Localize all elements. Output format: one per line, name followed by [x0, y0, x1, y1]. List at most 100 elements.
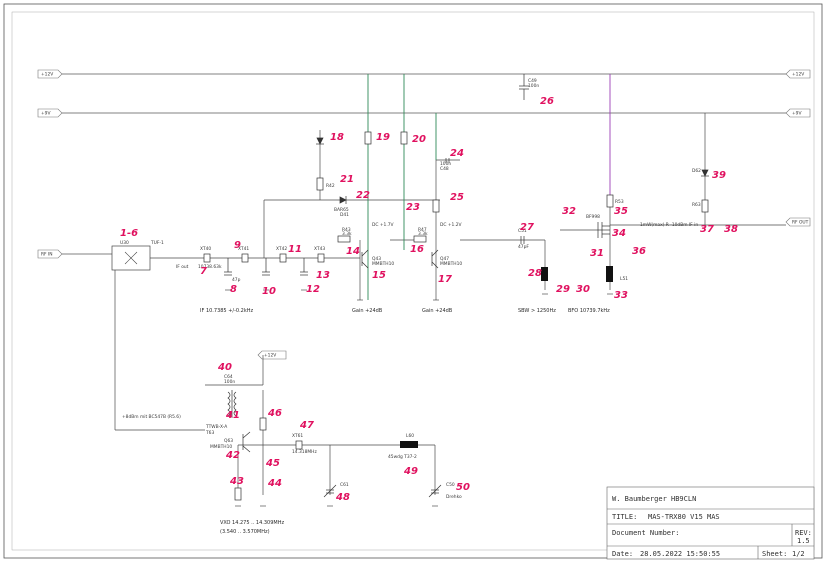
power-rails [62, 73, 786, 255]
svg-text:+9V: +9V [792, 111, 801, 117]
q47-part: MMBTH10 [440, 261, 462, 267]
resistor-r63 [701, 199, 709, 213]
annotation-27: 27 [520, 222, 534, 233]
transistor-q63 [242, 431, 251, 453]
rail-capacitors [445, 74, 529, 163]
l60-value: 45wdg T37-2 [388, 454, 417, 460]
inductor-l60 [400, 441, 418, 448]
annotation-50: 50 [456, 482, 470, 493]
t63-part: TTWB-X-A [205, 424, 227, 430]
annotation-10: 10 [262, 286, 276, 297]
title-block-title-label: TITLE: [612, 513, 637, 521]
annotation-21: 21 [340, 174, 354, 185]
annotation-49: 49 [403, 466, 418, 477]
annotation-25: 25 [450, 192, 464, 203]
annotation-39: 39 [712, 170, 726, 181]
c49-value: 100n [528, 83, 539, 89]
sbw-note: SBW > 1250Hz [518, 308, 556, 314]
annotation-43: 43 [229, 476, 244, 487]
annotation-44: 44 [267, 478, 282, 489]
svg-text:RF IN: RF IN [41, 252, 53, 258]
annotation-29: 29 [556, 284, 570, 295]
title-block-date-value: 28.05.2022 15:50:55 [640, 550, 720, 558]
title-block-rev-value: 1.5 [797, 537, 810, 545]
annotation-15: 15 [372, 270, 386, 281]
annotation-38: 38 [724, 224, 738, 235]
annotation-35: 35 [614, 206, 628, 217]
r53-label: R53 [615, 199, 624, 205]
resistors [234, 131, 709, 501]
transistor-q43 [361, 249, 369, 269]
annotation-12: 12 [306, 284, 320, 295]
svg-text:RF OUT: RF OUT [792, 220, 809, 226]
annotation-37: 37 [700, 224, 714, 235]
r47-label: R47 [418, 227, 427, 233]
annotation-17: 17 [438, 274, 452, 285]
c51-value: 47pF [518, 244, 529, 250]
q47-label: Q47 [440, 256, 449, 262]
d62-label: D62 [692, 168, 701, 174]
l60-label: L60 [406, 433, 414, 439]
c50-label: C50 [446, 482, 455, 488]
resistor-r47 [413, 235, 427, 243]
xt42-label: XT42 [276, 246, 287, 252]
annotation-34: 34 [612, 228, 626, 239]
diode-top [316, 137, 324, 145]
mixer-u30: U30 TUF-1 [111, 240, 164, 271]
title-block-title-value: MAS-TRX80 V15 MAS [648, 513, 720, 521]
crystal-xt42 [279, 253, 287, 263]
crystal-xt61 [295, 440, 303, 450]
if-out-label: IF out [176, 264, 189, 270]
title-block-sheet-value: 1/2 [792, 550, 805, 558]
if-filter-note: IF 10.7385 +/-0.2kHz [200, 308, 253, 314]
net-flag-mid-left: +9V [37, 108, 63, 118]
variable-capacitors [323, 484, 442, 498]
xt41-label: XT41 [238, 246, 249, 252]
svg-text:U30: U30 [120, 240, 129, 246]
diode-d41 [339, 196, 347, 204]
q43-label: Q43 [372, 256, 381, 262]
svg-text:TUF-1: TUF-1 [150, 240, 164, 246]
annotation-42: 42 [225, 450, 240, 461]
ground-symbols [225, 289, 613, 507]
svg-text:+12V: +12V [41, 72, 53, 78]
svg-text:+12V: +12V [792, 72, 804, 78]
annotation-20: 20 [412, 134, 426, 145]
svg-text:+9V: +9V [41, 111, 50, 117]
resistor-r45 [400, 131, 408, 145]
title-block-sheet-label: Sheet: [762, 550, 787, 558]
crystal-xt40 [203, 253, 211, 263]
net-flag-rf-out: RF OUT [785, 217, 811, 227]
shunt-cap-value: 47p [232, 277, 241, 283]
svg-text:+12V: +12V [264, 353, 276, 359]
signal-wiring [114, 113, 786, 495]
bfo-note: BFO 10739.7kHz [568, 308, 610, 314]
annotation-11: 11 [288, 244, 302, 255]
r47-value: 3.3k [418, 231, 428, 237]
gain-note-1: Gain +24dB [352, 308, 383, 314]
c48-value: 100n [440, 161, 451, 167]
annotation-16: 16 [410, 244, 424, 255]
resistor-r44 [364, 131, 372, 145]
annotation-30: 30 [576, 284, 590, 295]
net-flag-top-right: +12V [785, 69, 811, 79]
annotation-7: 7 [200, 266, 207, 277]
title-block-rev-label: REV: [795, 529, 812, 537]
transformer-t63 [227, 390, 237, 418]
title-block-date-label: Date: [612, 550, 633, 558]
resistor-r42 [316, 177, 324, 191]
annotation-40: 40 [217, 362, 232, 373]
c51-label: C51 [518, 228, 527, 234]
crystal-filter [203, 253, 325, 450]
bfo-level-note: 1mW(max) R -10dBm IF in [640, 222, 698, 228]
sheet-inner-border [11, 11, 815, 551]
annotation-8: 8 [230, 284, 237, 295]
annotation-45: 45 [265, 458, 280, 469]
dc-note-2: DC +1.2V [440, 222, 462, 228]
annotation-19: 19 [376, 132, 390, 143]
r63-label: R63 [692, 202, 701, 208]
annotation-24: 24 [450, 148, 464, 159]
annotation-14: 14 [346, 246, 360, 257]
annotation-9: 9 [234, 240, 241, 251]
xt61-label: XT61 [292, 433, 303, 439]
